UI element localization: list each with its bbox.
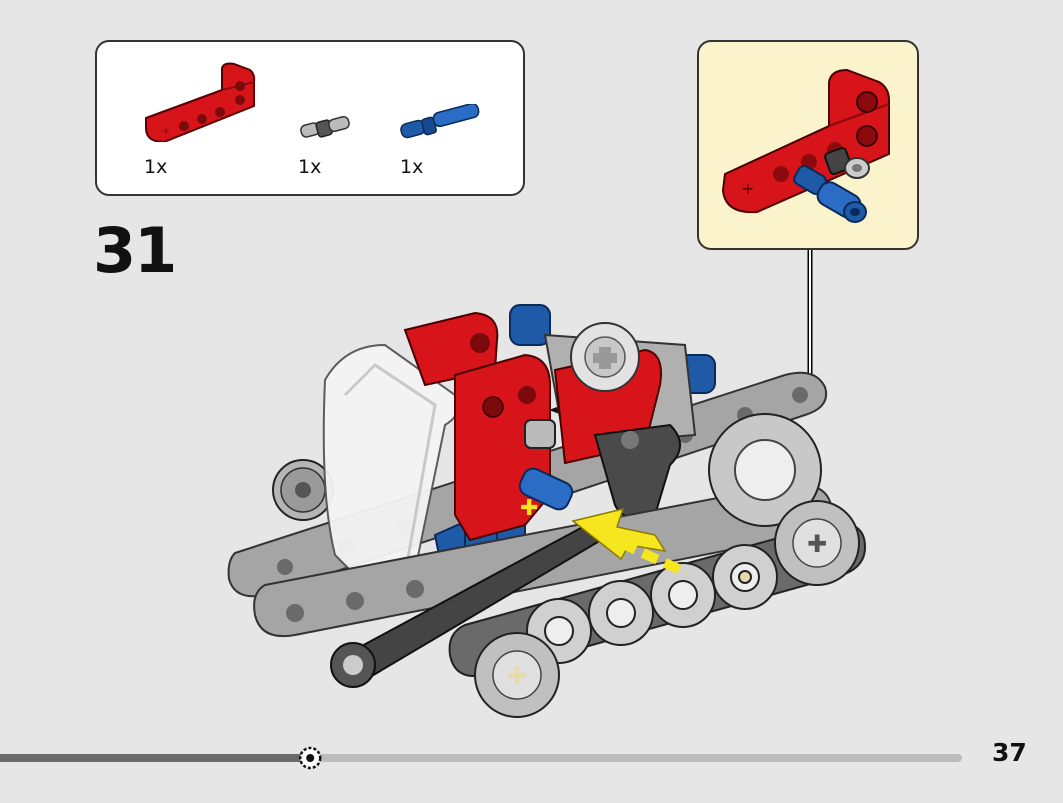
svg-text:✚: ✚ bbox=[807, 530, 827, 558]
progress-bar bbox=[0, 746, 962, 770]
red-beam-part-icon: + bbox=[145, 62, 256, 142]
blue-pin-part-icon bbox=[400, 104, 480, 139]
svg-text:+: + bbox=[162, 126, 170, 137]
svg-text:✚: ✚ bbox=[507, 662, 527, 690]
black-pin-part-icon bbox=[300, 115, 350, 138]
sub-assembly-callout: + bbox=[697, 40, 919, 250]
gear-mid-right bbox=[708, 413, 822, 527]
wheels bbox=[526, 544, 778, 664]
step-number: 31 bbox=[93, 214, 177, 287]
progress-gear-icon bbox=[298, 746, 322, 770]
svg-text:✚: ✚ bbox=[520, 496, 538, 521]
model-assembly-illustration: ✚ ✚ ✚ bbox=[227, 304, 867, 718]
svg-text:+: + bbox=[741, 179, 754, 198]
red-beam-qty: 1x bbox=[144, 156, 168, 178]
black-pin-qty: 1x bbox=[298, 156, 322, 178]
gear-top bbox=[570, 322, 640, 392]
sub-assembly-illustration: + bbox=[721, 68, 890, 223]
blue-pin-qty: 1x bbox=[400, 156, 424, 178]
gear-front-left: ✚ bbox=[474, 632, 560, 718]
gear-front-right: ✚ bbox=[774, 500, 860, 586]
page-number: 37 bbox=[992, 738, 1027, 767]
gear-left bbox=[272, 459, 334, 521]
parts-list-box: + 1x 1x 1x bbox=[95, 40, 525, 196]
